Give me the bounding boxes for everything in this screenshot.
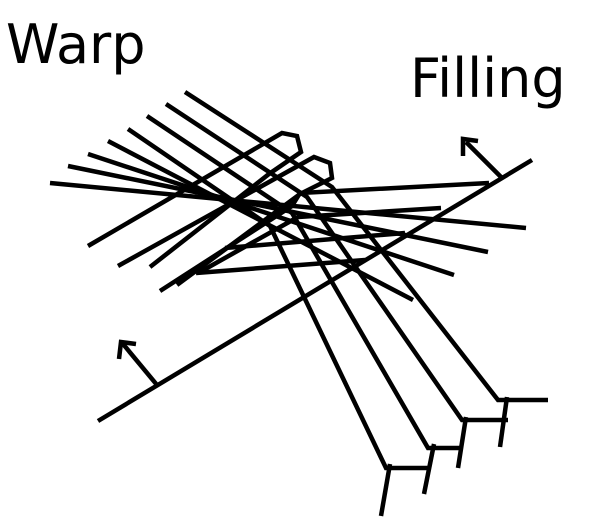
warp-thread-1	[183, 90, 548, 403]
warp-thread-3	[145, 114, 460, 451]
warp-thread-4-cross	[378, 463, 393, 517]
filling-axis-line	[96, 158, 534, 423]
filling-thread-1	[86, 130, 304, 269]
filling-thread-2	[116, 154, 335, 287]
warp-thread-2	[164, 102, 508, 423]
arrow-right-head	[460, 136, 479, 156]
arrow-right-shaft	[464, 140, 504, 180]
filling-thread-6	[195, 257, 366, 276]
arrow-left-head	[116, 339, 137, 360]
filling-label: Filling	[410, 47, 566, 110]
arrow-left-shaft	[121, 342, 159, 387]
warp-label: Warp	[6, 13, 146, 76]
filling-thread-4	[198, 205, 442, 274]
warp-thread-4	[126, 127, 430, 471]
filling-thread-5	[224, 230, 406, 251]
warp-thread-2-cross	[455, 416, 469, 469]
